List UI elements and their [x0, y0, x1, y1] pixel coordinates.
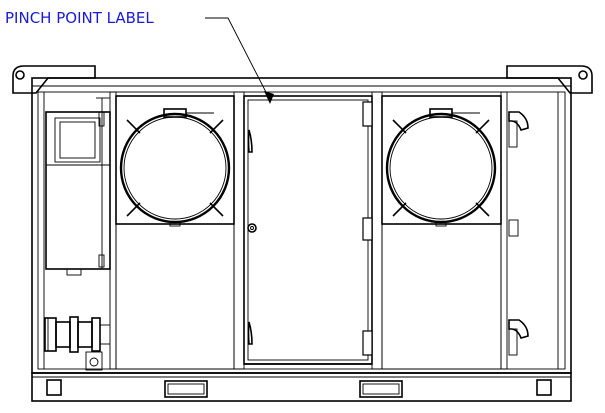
- pipe-connection: [44, 316, 110, 371]
- side-latches: [508, 111, 529, 356]
- control-box: [45, 97, 111, 276]
- fan-panel-left: [115, 95, 235, 370]
- lifting-lug-left: [12, 65, 96, 94]
- lifting-lug-right: [506, 65, 593, 94]
- frame-posts: [109, 91, 508, 370]
- main-frame: [31, 77, 572, 374]
- center-access-door: [243, 95, 373, 365]
- pinch-point-label-callout: PINCH POINT LABEL: [5, 9, 154, 27]
- base-skid: [31, 372, 572, 402]
- callout-leader-line: [205, 17, 274, 104]
- fan-panel-right: [381, 95, 502, 370]
